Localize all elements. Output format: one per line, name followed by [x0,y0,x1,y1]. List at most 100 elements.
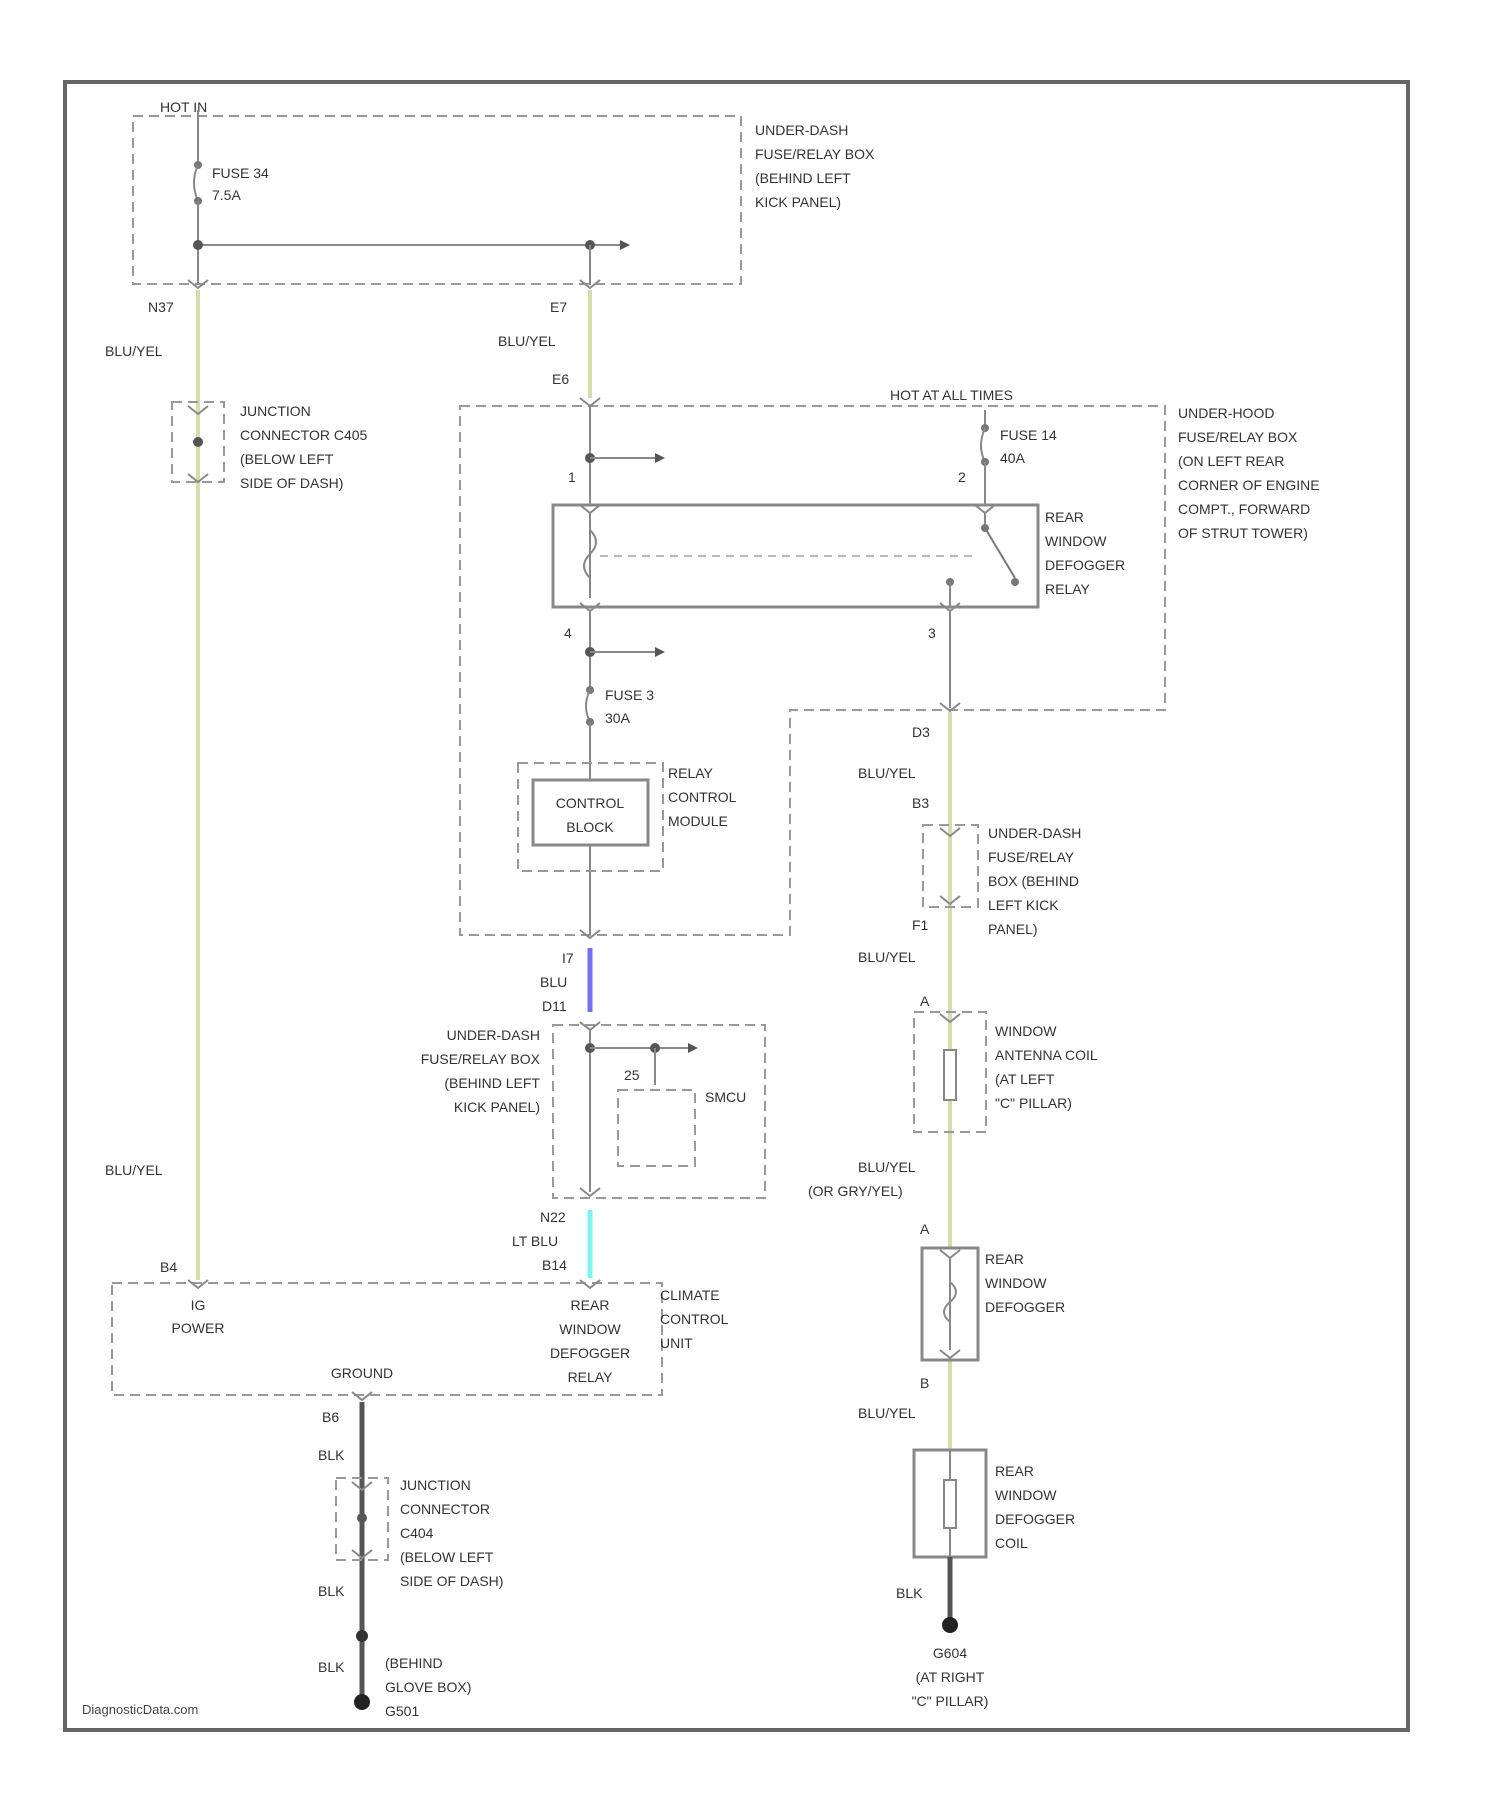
pin-b4: B4 [160,1259,177,1275]
svg-text:SIDE OF DASH): SIDE OF DASH) [240,475,343,491]
svg-text:FUSE/RELAY BOX: FUSE/RELAY BOX [1178,429,1298,445]
svg-text:"C" PILLAR): "C" PILLAR) [995,1095,1072,1111]
svg-text:40A: 40A [1000,450,1026,466]
svg-text:PANEL): PANEL) [988,921,1038,937]
fuse-34-symbol [194,165,198,201]
svg-text:WINDOW: WINDOW [985,1275,1047,1291]
svg-text:OF STRUT TOWER): OF STRUT TOWER) [1178,525,1308,541]
svg-text:WINDOW: WINDOW [1045,533,1107,549]
ground-g604-icon [942,1617,958,1633]
underdash-box-1-label: UNDER-DASH FUSE/RELAY BOX (BEHIND LEFT K… [755,122,875,210]
svg-text:COIL: COIL [995,1535,1028,1551]
svg-text:DEFOGGER: DEFOGGER [550,1345,630,1361]
svg-text:FUSE 14: FUSE 14 [1000,427,1057,443]
ground-g604-label: G604 (AT RIGHT "C" PILLAR) [912,1645,989,1709]
wire-label-ltblu: LT BLU [512,1233,558,1249]
svg-text:C404: C404 [400,1525,434,1541]
svg-text:CLIMATE: CLIMATE [660,1287,720,1303]
hot-in-label: HOT IN [160,99,207,115]
pin-i7: I7 [562,950,574,966]
antenna-coil-icon [944,1050,956,1100]
rear-window-defogger-coil-label: REAR WINDOW DEFOGGER COIL [995,1463,1075,1551]
svg-text:CONTROL: CONTROL [556,795,625,811]
svg-text:WINDOW: WINDOW [995,1487,1057,1503]
svg-text:MODULE: MODULE [668,813,728,829]
svg-text:(AT LEFT: (AT LEFT [995,1071,1055,1087]
svg-text:IG: IG [191,1297,206,1313]
underdash-box-2-label: UNDER-DASH FUSE/RELAY BOX (BEHIND LEFT K… [421,1027,541,1115]
relay-switch-icon [985,528,1015,578]
svg-text:COMPT., FORWARD: COMPT., FORWARD [1178,501,1310,517]
pin-d3: D3 [912,724,930,740]
defogger-pin-a: A [920,1221,930,1237]
svg-text:KICK PANEL): KICK PANEL) [454,1099,540,1115]
relay-pin-3: 3 [928,625,936,641]
wire-label-bluyel-r4: BLU/YEL [858,1405,916,1421]
svg-text:JUNCTION: JUNCTION [240,403,311,419]
svg-text:CONTROL: CONTROL [668,789,737,805]
svg-text:WINDOW: WINDOW [995,1023,1057,1039]
svg-text:WINDOW: WINDOW [559,1321,621,1337]
ig-power-label: IG POWER [172,1297,225,1336]
wire-label-blk-2: BLK [318,1583,345,1599]
svg-text:RELAY: RELAY [1045,581,1091,597]
svg-text:RELAY: RELAY [568,1369,614,1385]
svg-text:FUSE 3: FUSE 3 [605,687,654,703]
svg-text:REAR: REAR [995,1463,1034,1479]
svg-text:DEFOGGER: DEFOGGER [995,1511,1075,1527]
underhood-box-label: UNDER-HOOD FUSE/RELAY BOX (ON LEFT REAR … [1178,405,1320,541]
svg-text:LEFT KICK: LEFT KICK [988,897,1059,913]
junction-c404-label: JUNCTION CONNECTOR C404 (BELOW LEFT SIDE… [400,1477,503,1589]
underdash-box-3-label: UNDER-DASH FUSE/RELAY BOX (BEHIND LEFT K… [988,825,1081,937]
wire-label-bluyel-r1: BLU/YEL [858,765,916,781]
svg-text:KICK PANEL): KICK PANEL) [755,194,841,210]
svg-text:CORNER OF ENGINE: CORNER OF ENGINE [1178,477,1320,493]
svg-text:7.5A: 7.5A [212,187,241,203]
relay-label: REAR WINDOW DEFOGGER RELAY [1045,509,1125,597]
svg-text:ANTENNA COIL: ANTENNA COIL [995,1047,1098,1063]
svg-text:(ON LEFT REAR: (ON LEFT REAR [1178,453,1284,469]
ground-g501-icon [354,1694,370,1710]
svg-text:(BELOW LEFT: (BELOW LEFT [240,451,334,467]
svg-text:UNIT: UNIT [660,1335,693,1351]
rear-window-defogger-label: REAR WINDOW DEFOGGER [985,1251,1065,1315]
ccu-relay-label: REAR WINDOW DEFOGGER RELAY [550,1297,630,1385]
wire-label-bluyel-1: BLU/YEL [105,343,163,359]
svg-text:JUNCTION: JUNCTION [400,1477,471,1493]
control-block [533,780,648,845]
svg-text:(BEHIND LEFT: (BEHIND LEFT [444,1075,540,1091]
svg-text:UNDER-DASH: UNDER-DASH [988,825,1081,841]
defogger-pin-b: B [920,1375,929,1391]
fuse-3-symbol [586,690,590,722]
fuse-14-label: FUSE 14 40A [1000,427,1057,466]
svg-text:DEFOGGER: DEFOGGER [1045,557,1125,573]
junction-c405-label: JUNCTION CONNECTOR C405 (BELOW LEFT SIDE… [240,403,368,491]
pin-f1: F1 [912,917,929,933]
fuse-3-label: FUSE 3 30A [605,687,654,726]
svg-text:CONNECTOR C405: CONNECTOR C405 [240,427,368,443]
svg-text:GLOVE BOX): GLOVE BOX) [385,1679,471,1695]
svg-text:DEFOGGER: DEFOGGER [985,1299,1065,1315]
antenna-pin-a: A [920,993,930,1009]
relay-pin-4: 4 [564,625,572,641]
relay-control-module-label: RELAY CONTROL MODULE [668,765,737,829]
svg-text:RELAY: RELAY [668,765,714,781]
svg-text:(AT RIGHT: (AT RIGHT [916,1669,985,1685]
pin-25: 25 [624,1067,640,1083]
svg-text:FUSE/RELAY BOX: FUSE/RELAY BOX [755,146,875,162]
svg-text:(BEHIND LEFT: (BEHIND LEFT [755,170,851,186]
window-antenna-coil-label: WINDOW ANTENNA COIL (AT LEFT "C" PILLAR) [995,1023,1098,1111]
svg-text:BOX (BEHIND: BOX (BEHIND [988,873,1079,889]
fuse-14-symbol [981,428,985,462]
svg-text:REAR: REAR [571,1297,610,1313]
wire-label-bluyel-left-lower: BLU/YEL [105,1162,163,1178]
svg-text:SIDE OF DASH): SIDE OF DASH) [400,1573,503,1589]
wire-label-bluyel-r3: BLU/YEL (OR GRY/YEL) [808,1159,916,1199]
wire-label-blk-right: BLK [896,1585,923,1601]
svg-text:BLOCK: BLOCK [566,819,614,835]
defogger-coil-icon [944,1480,956,1528]
svg-text:G501: G501 [385,1703,419,1719]
svg-text:CONTROL: CONTROL [660,1311,729,1327]
svg-text:BLU/YEL: BLU/YEL [858,1159,916,1175]
